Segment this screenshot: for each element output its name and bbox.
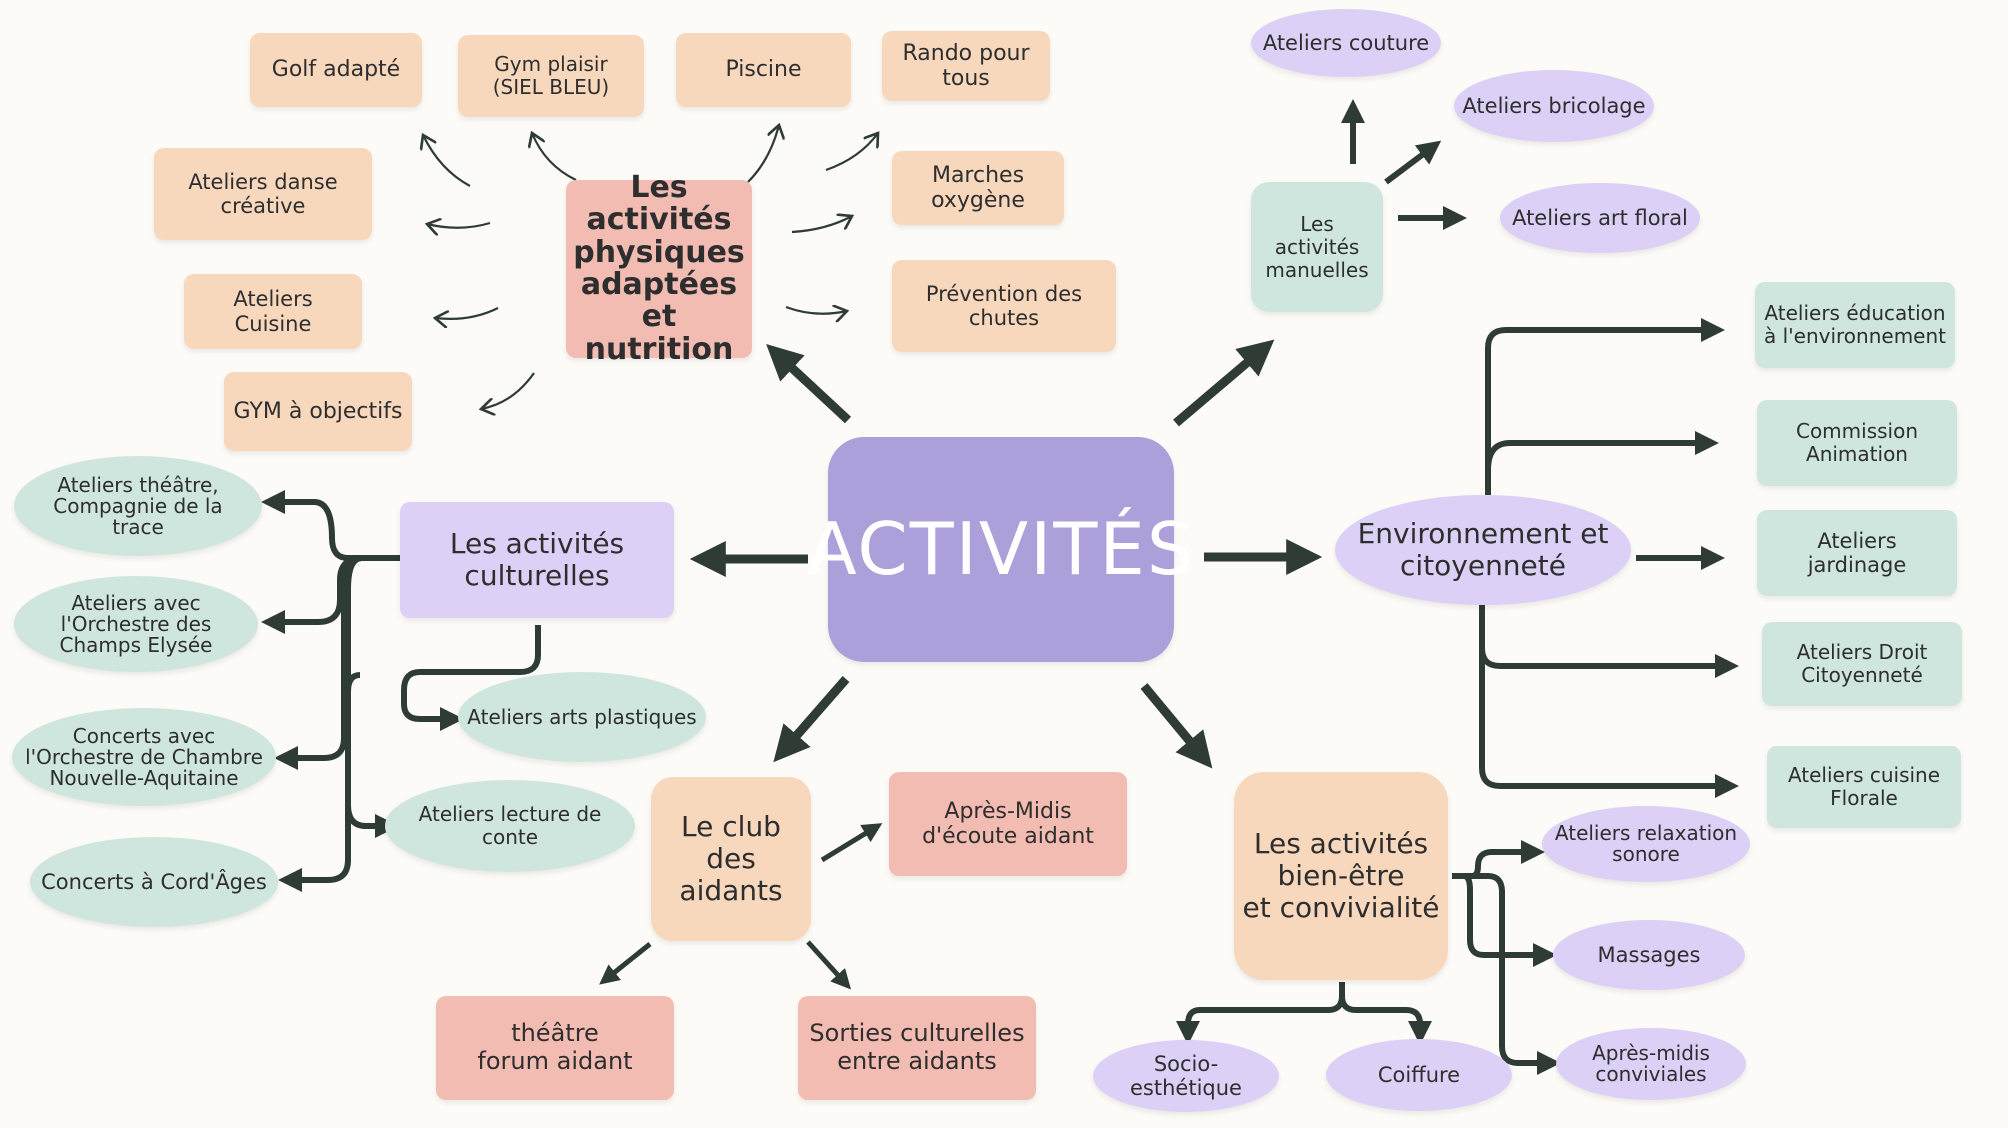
cultural-activities-node: Les activités culturelles [400, 502, 674, 618]
wellbeing-item-socio-esthetique: Socio-esthétique [1093, 1040, 1279, 1112]
physical-item-gym-plaisir: Gym plaisir (SIEL BLEU) [458, 35, 644, 117]
caregivers-item-sorties: Sorties culturelles entre aidants [798, 996, 1036, 1100]
cultural-item-lecture-conte: Ateliers lecture de conte [385, 780, 635, 872]
environment-item-education: Ateliers éducation à l'environnement [1755, 282, 1955, 368]
physical-item-gym-objectifs: GYM à objectifs [224, 372, 412, 451]
cultural-item-arts-plastiques: Ateliers arts plastiques [458, 672, 706, 762]
arrow-to-caregivers [773, 676, 850, 763]
wellbeing-item-apres-midis: Après-midis conviviales [1556, 1028, 1746, 1100]
physical-item-marches: Marches oxygène [892, 151, 1064, 225]
cultural-tree [261, 490, 541, 892]
manual-activities-node: Les activités manuelles [1251, 182, 1383, 312]
environment-tree [1479, 318, 1739, 798]
cultural-item-theatre: Ateliers théâtre, Compagnie de la trace [14, 456, 262, 556]
arrow-to-manual [1173, 339, 1275, 427]
physical-item-piscine: Piscine [676, 33, 851, 107]
physical-item-golf: Golf adapté [250, 33, 422, 107]
manual-item-couture: Ateliers couture [1251, 9, 1441, 77]
environment-item-commission: Commission Animation [1757, 400, 1957, 486]
caregivers-item-theatre-forum: théâtre forum aidant [436, 996, 674, 1100]
physical-item-cuisine: Ateliers Cuisine [184, 274, 362, 349]
manual-item-art-floral: Ateliers art floral [1500, 183, 1700, 253]
physical-arrows [423, 125, 878, 409]
manual-item-bricolage: Ateliers bricolage [1454, 70, 1654, 142]
cultural-item-cordages: Concerts à Cord'Âges [30, 837, 278, 927]
environment-node: Environnement et citoyenneté [1335, 495, 1631, 605]
arrow-to-physical [766, 343, 852, 424]
arrow-to-wellbeing [1140, 683, 1213, 769]
wellbeing-node: Les activités bien-être et convivialité [1234, 772, 1448, 980]
cultural-item-orchestre-champs: Ateliers avec l'Orchestre des Champs Ely… [14, 576, 258, 672]
physical-item-chutes: Prévention des chutes [892, 260, 1116, 352]
physical-item-danse: Ateliers danse créative [154, 148, 372, 240]
physical-item-rando: Rando pour tous [882, 31, 1050, 101]
physical-activities-node: Les activités physiques adaptées et nutr… [566, 171, 752, 365]
manual-arrows [1341, 99, 1467, 230]
environment-item-cuisine-florale: Ateliers cuisine Florale [1767, 746, 1961, 828]
caregivers-club-node: Le club des aidants [651, 777, 811, 941]
caregivers-item-ecoute: Après-Midis d'écoute aidant [889, 772, 1127, 876]
caregivers-arrows [599, 823, 883, 990]
center-node: ACTIVITÉS [807, 437, 1193, 662]
wellbeing-item-massages: Massages [1553, 920, 1745, 990]
environment-item-droit: Ateliers Droit Citoyenneté [1762, 622, 1962, 706]
wellbeing-tree [1176, 840, 1561, 1075]
wellbeing-item-relaxation: Ateliers relaxation sonore [1542, 806, 1750, 882]
wellbeing-item-coiffure: Coiffure [1326, 1039, 1512, 1111]
environment-item-jardinage: Ateliers jardinage [1757, 510, 1957, 596]
cultural-item-orchestre-chambre: Concerts avec l'Orchestre de Chambre Nou… [12, 708, 276, 806]
main-arrows [689, 339, 1323, 769]
